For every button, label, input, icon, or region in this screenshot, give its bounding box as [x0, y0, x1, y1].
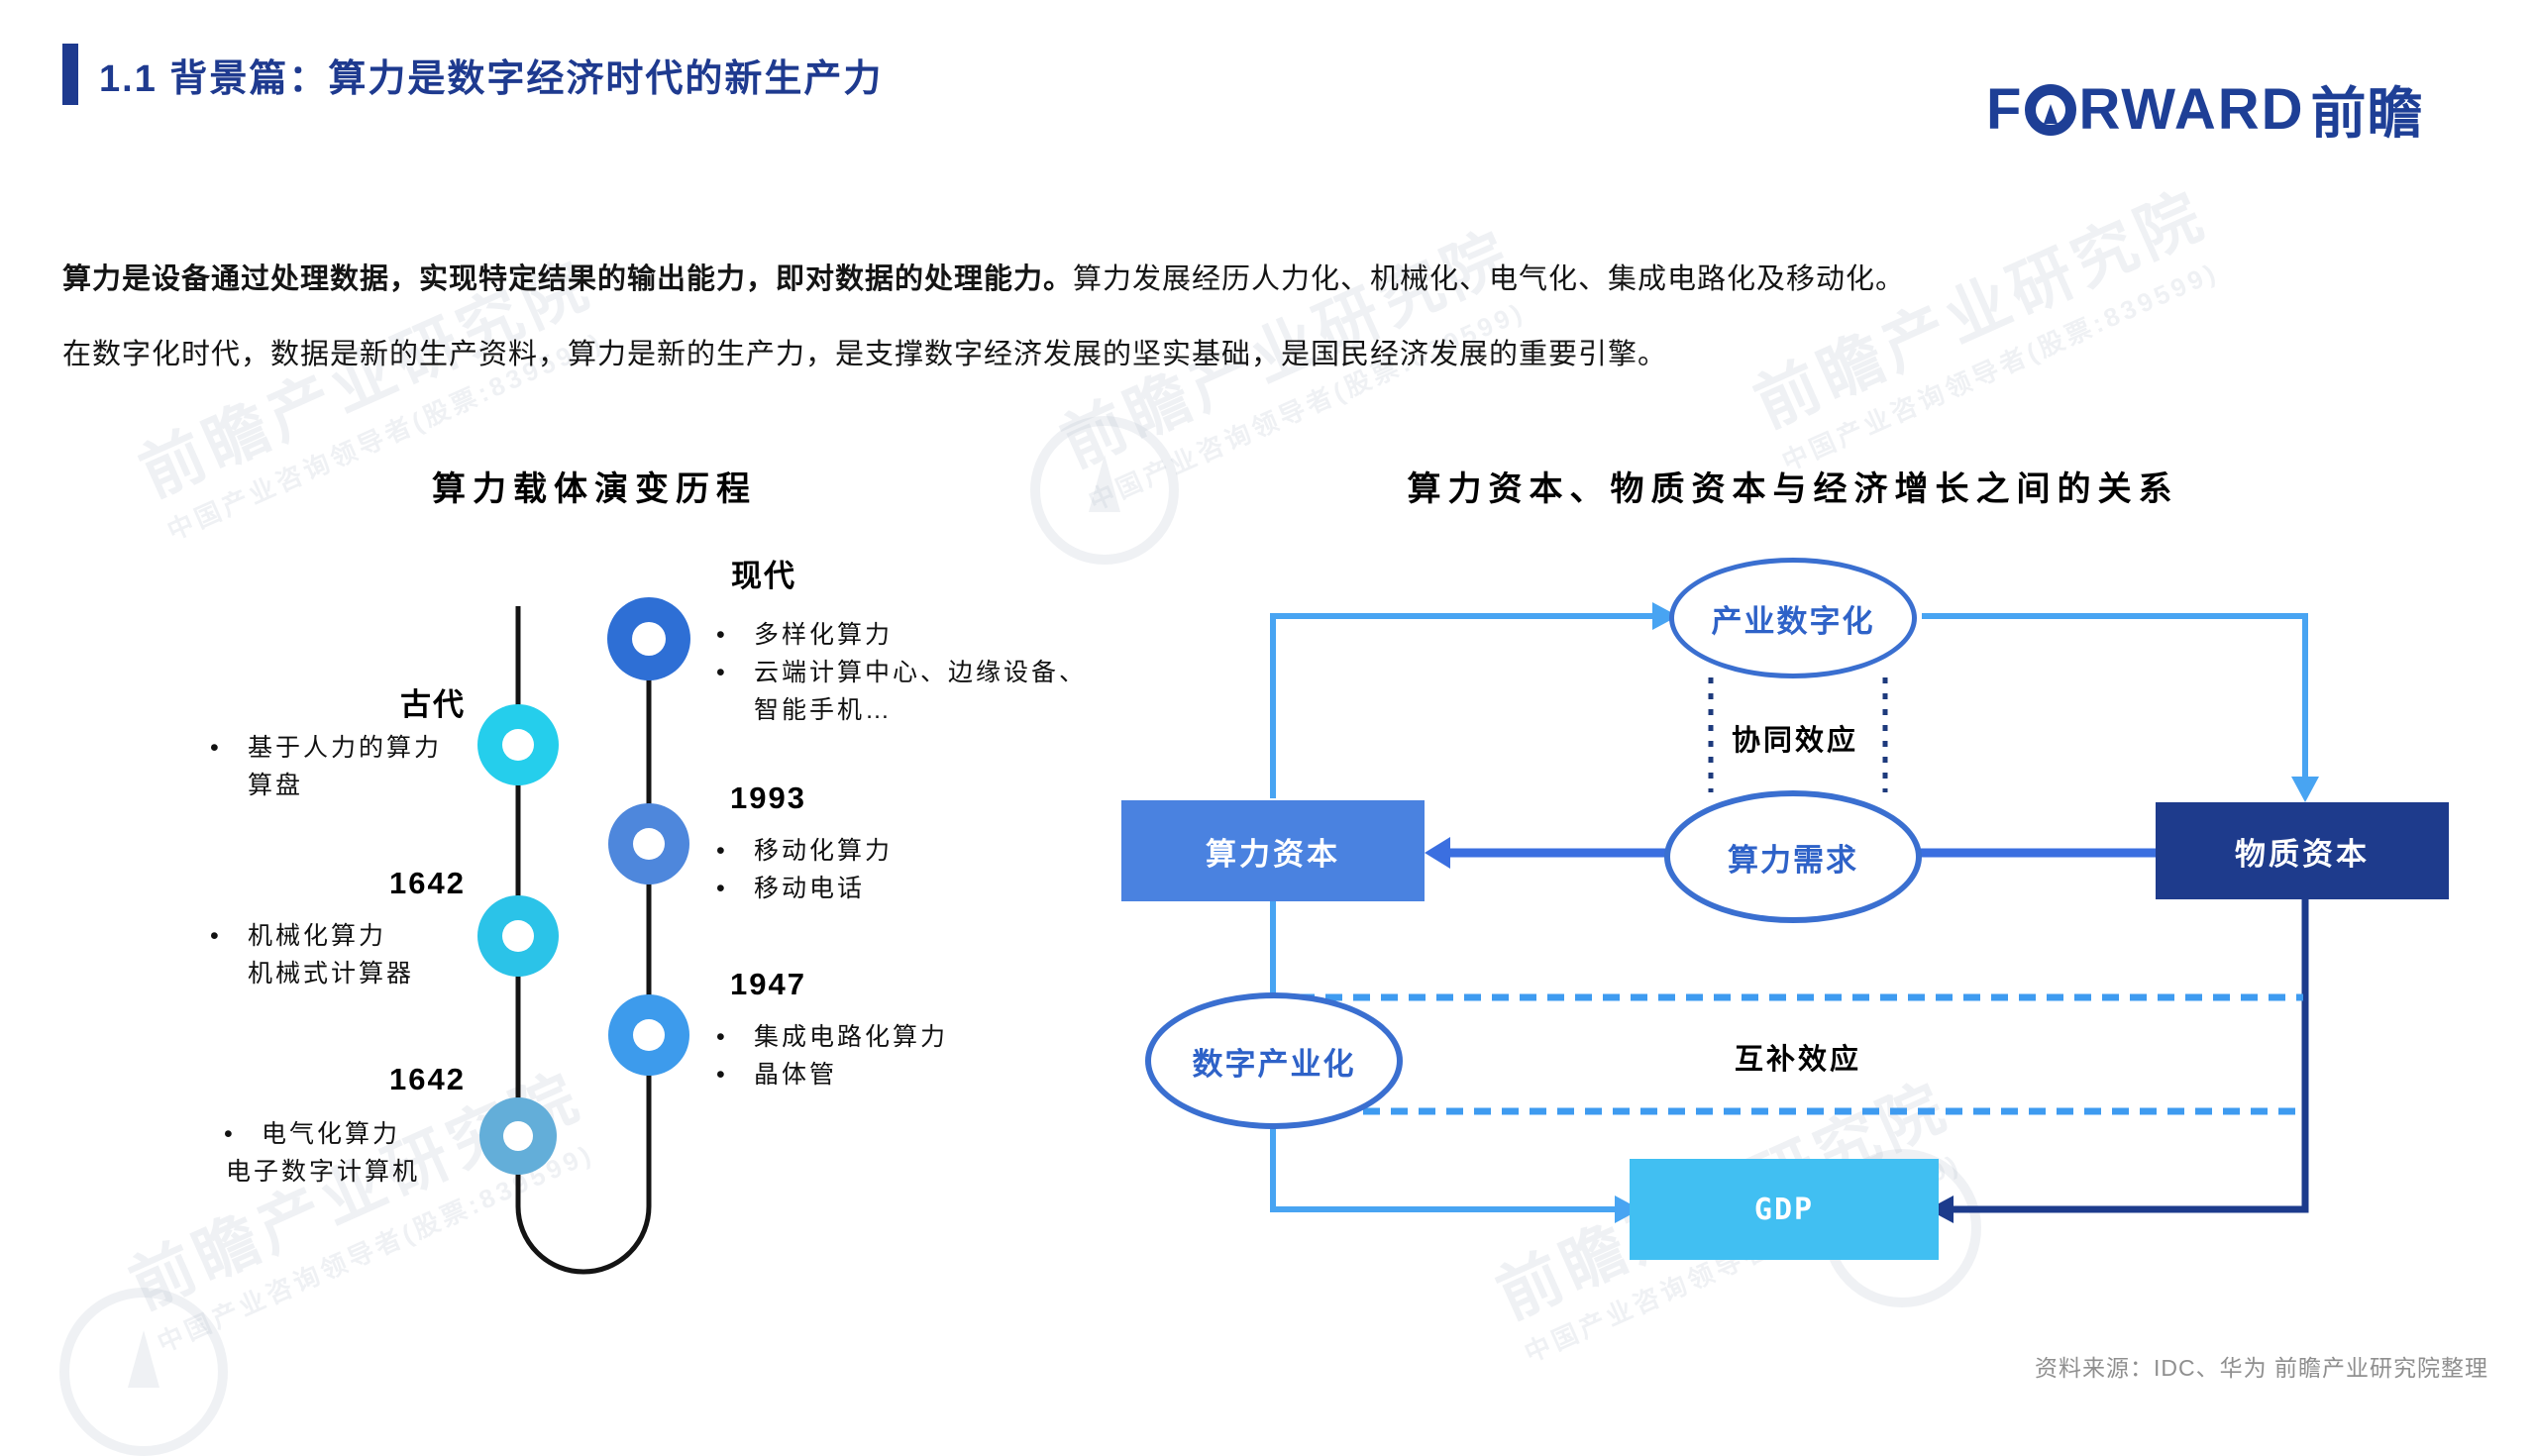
timeline-title: 算力载体演变历程	[432, 470, 757, 508]
digital-industrialization-ellipse: 数字产业化	[1145, 992, 1403, 1129]
timeline-desc-1642-mechanical: •机械化算力 机械式计算器	[210, 917, 487, 992]
timeline-desc-ancient: •基于人力的算力 算盘	[210, 729, 477, 804]
timeline-node-1642-mechanical-icon	[477, 895, 559, 977]
bullet-icon: •	[716, 1061, 728, 1089]
intro-line-2: 在数字化时代，数据是新的生产资料，算力是新的生产力，是支撑数字经济发展的坚实基础…	[62, 339, 1668, 370]
intro-regular-text: 算力发展经历人力化、机械化、电气化、集成电路化及移动化。	[1073, 263, 1906, 295]
timeline-node-1947-icon	[608, 994, 689, 1076]
arrowhead-right-icon	[1652, 602, 1678, 630]
bullet-icon: •	[716, 1023, 728, 1051]
computing-demand-ellipse: 算力需求	[1664, 790, 1922, 923]
arrowhead-down-icon	[2291, 777, 2319, 802]
bullet-icon: •	[210, 734, 222, 762]
arrowhead-left-icon	[1928, 1196, 1954, 1223]
timeline-label-1947: 1947	[730, 967, 806, 1001]
synergy-effect-label: 协同效应	[1731, 725, 1858, 757]
data-source-note: 资料来源：IDC、华为 前瞻产业研究院整理	[2035, 1355, 2488, 1381]
timeline-node-1642-electrical-icon	[479, 1097, 557, 1175]
bullet-icon: •	[716, 621, 728, 649]
bullet-icon: •	[716, 837, 728, 865]
timeline-label-1642-mechanical: 1642	[389, 866, 466, 900]
computing-capital-box: 算力资本	[1121, 800, 1425, 901]
bullet-icon: •	[716, 875, 728, 902]
timeline-spine-line	[515, 606, 652, 1275]
timeline-label-1642-electrical: 1642	[389, 1062, 466, 1096]
arrow-material-to-gdp	[1954, 899, 2309, 1213]
timeline-node-1993-icon	[608, 803, 689, 884]
bullet-icon: •	[210, 922, 222, 950]
forward-logo: F RWARD 前瞻	[1986, 69, 2423, 150]
page-title: 1.1 背景篇：算力是数字经济时代的新生产力	[99, 58, 884, 100]
diagram-line-art	[477, 597, 2319, 1275]
timeline-node-modern-icon	[607, 597, 690, 680]
arrow-digital-industry-to-gdp	[1270, 1117, 1615, 1212]
logo-text-cn: 前瞻	[2310, 82, 2424, 145]
timeline-desc-1947: •集成电路化算力 •晶体管	[716, 1018, 1112, 1093]
intro-line-1: 算力是设备通过处理数据，实现特定结果的输出能力，即对数据的处理能力。算力发展经历…	[62, 256, 1905, 297]
industry-digitalization-ellipse: 产业数字化	[1669, 558, 1917, 678]
complementary-effect-label: 互补效应	[1734, 1044, 1861, 1076]
timeline-label-modern: 现代	[731, 559, 796, 593]
timeline-label-ancient: 古代	[400, 687, 466, 722]
arrow-digitalization-to-material	[1922, 613, 2308, 777]
timeline-label-1993: 1993	[730, 780, 806, 815]
title-accent-bar	[62, 44, 78, 105]
timeline-desc-modern: •多样化算力 •云端计算中心、边缘设备、智能手机…	[716, 616, 1112, 729]
gdp-box: GDP	[1630, 1159, 1939, 1260]
relation-title: 算力资本、物质资本与经济增长之间的关系	[1407, 470, 2179, 508]
timeline-node-ancient-icon	[477, 704, 559, 785]
intro-bold-text: 算力是设备通过处理数据，实现特定结果的输出能力，即对数据的处理能力。	[62, 263, 1074, 295]
logo-text-f: F	[1986, 77, 2024, 142]
logo-text-rward: RWARD	[2078, 77, 2305, 142]
bullet-icon: •	[224, 1120, 236, 1148]
bullet-icon: •	[716, 659, 728, 686]
material-capital-box: 物质资本	[2156, 802, 2449, 899]
arrowhead-right-icon	[1615, 1196, 1640, 1223]
timeline-desc-1642-electrical: •电气化算力 电子数字计算机	[224, 1115, 501, 1191]
timeline-desc-1993: •移动化算力 •移动电话	[716, 832, 1112, 907]
lighthouse-o-icon	[2025, 83, 2077, 136]
arrow-capital-to-digitalization	[1270, 613, 1652, 798]
arrowhead-left-icon	[1425, 837, 1450, 869]
